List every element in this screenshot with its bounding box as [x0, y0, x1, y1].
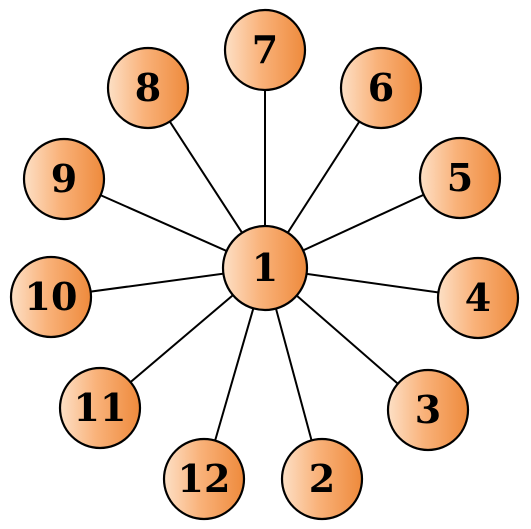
- node-4: 4: [436, 256, 520, 340]
- node-11: 11: [58, 366, 142, 450]
- node-circle-5: [418, 136, 502, 220]
- node-label-4: 4: [465, 275, 491, 320]
- node-label-3: 3: [415, 387, 441, 432]
- node-2: 2: [280, 437, 364, 521]
- node-12: 12: [162, 437, 246, 521]
- node-6: 6: [339, 46, 423, 130]
- node-label-12: 12: [178, 456, 231, 501]
- node-label-2: 2: [309, 456, 335, 501]
- node-7: 7: [223, 8, 307, 92]
- node-8: 8: [106, 46, 190, 130]
- node-circle-6: [339, 46, 423, 130]
- node-circle-10: [9, 255, 93, 339]
- node-circle-4: [436, 256, 520, 340]
- node-circle-7: [223, 8, 307, 92]
- node-10: 10: [9, 255, 93, 339]
- node-1: 1: [221, 224, 309, 312]
- node-circle-8: [106, 46, 190, 130]
- node-circle-3: [386, 368, 470, 452]
- node-circle-11: [58, 366, 142, 450]
- node-label-6: 6: [368, 65, 394, 110]
- node-5: 5: [418, 136, 502, 220]
- node-3: 3: [386, 368, 470, 452]
- node-label-10: 10: [25, 274, 78, 319]
- node-label-9: 9: [51, 156, 77, 201]
- node-label-7: 7: [252, 27, 278, 72]
- node-circle-2: [280, 437, 364, 521]
- node-label-5: 5: [447, 155, 473, 200]
- node-circle-12: [162, 437, 246, 521]
- nodes-layer: 2 3 4 5 6 7 8 9 10 11 12 1: [9, 8, 520, 521]
- node-circle-9: [22, 137, 106, 221]
- node-9: 9: [22, 137, 106, 221]
- node-label-8: 8: [135, 65, 161, 110]
- node-label-11: 11: [74, 385, 127, 430]
- node-circle-1: [221, 224, 309, 312]
- node-label-1: 1: [252, 245, 278, 290]
